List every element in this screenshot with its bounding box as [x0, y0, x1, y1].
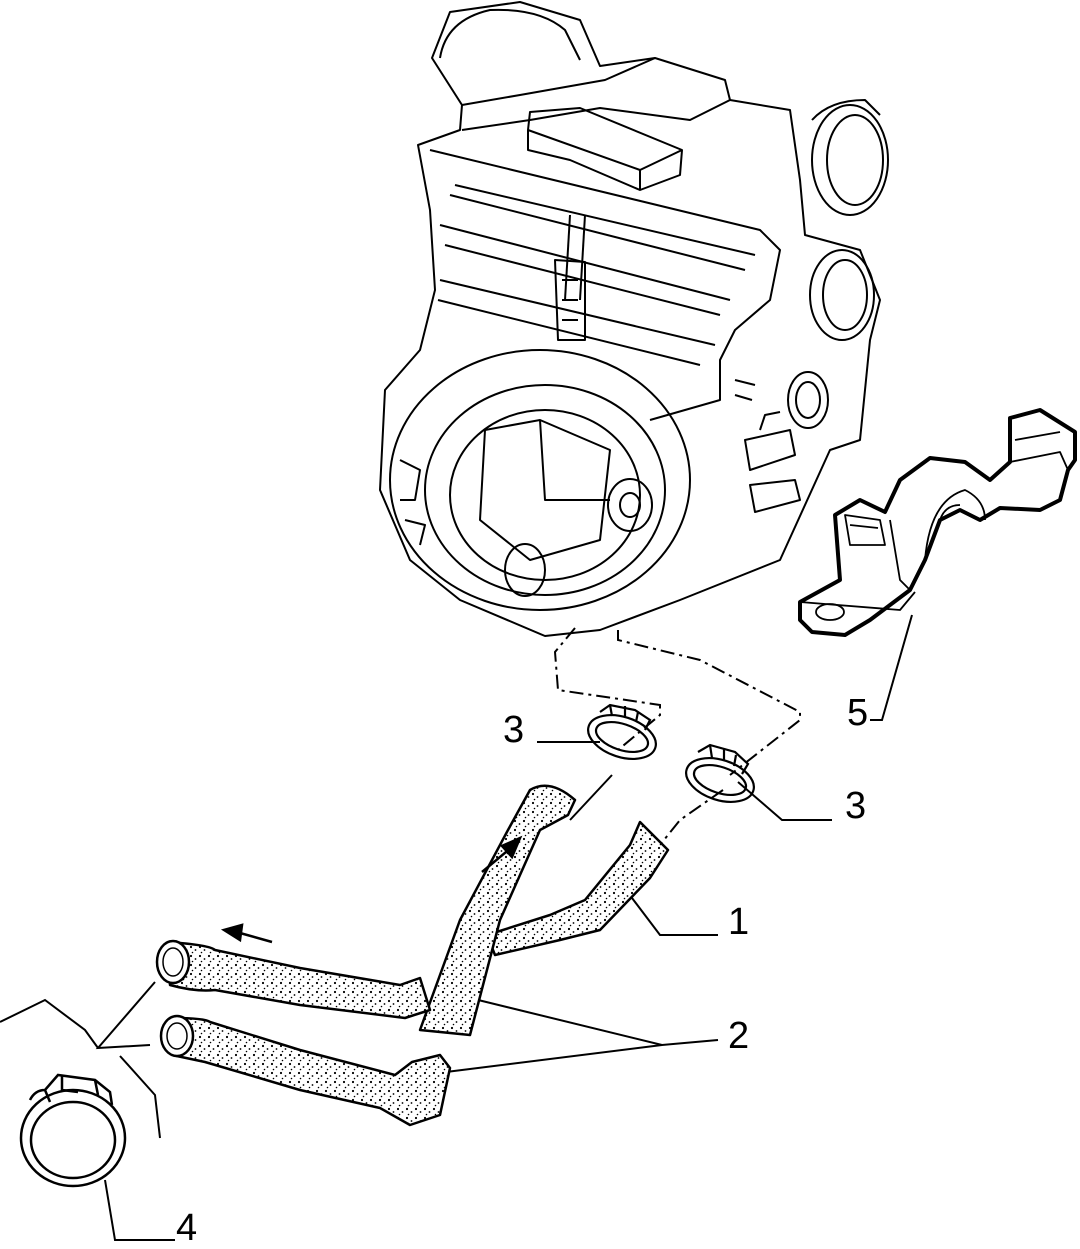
- hose-clamp-lower-illustration: [681, 745, 760, 810]
- callout-3-upper: 3: [503, 709, 525, 751]
- callout-5: 5: [847, 692, 869, 734]
- heater-housing-illustration: [380, 2, 888, 636]
- large-hose-clamp-illustration: [21, 1075, 125, 1186]
- callout-3-lower: 3: [845, 785, 867, 827]
- assembly-guide-lines: [555, 628, 800, 845]
- hose-clamp-upper-illustration: [583, 705, 662, 767]
- heater-hoses-illustration: [168, 786, 668, 1125]
- callout-1: 1: [728, 901, 750, 943]
- callout-4: 4: [176, 1207, 198, 1249]
- flow-arrow-left-icon: [224, 925, 272, 942]
- support-bracket-illustration: [800, 410, 1075, 635]
- callout-2: 2: [728, 1015, 750, 1057]
- leader-lines: [0, 615, 912, 1240]
- flow-arrow-up-icon: [482, 838, 520, 872]
